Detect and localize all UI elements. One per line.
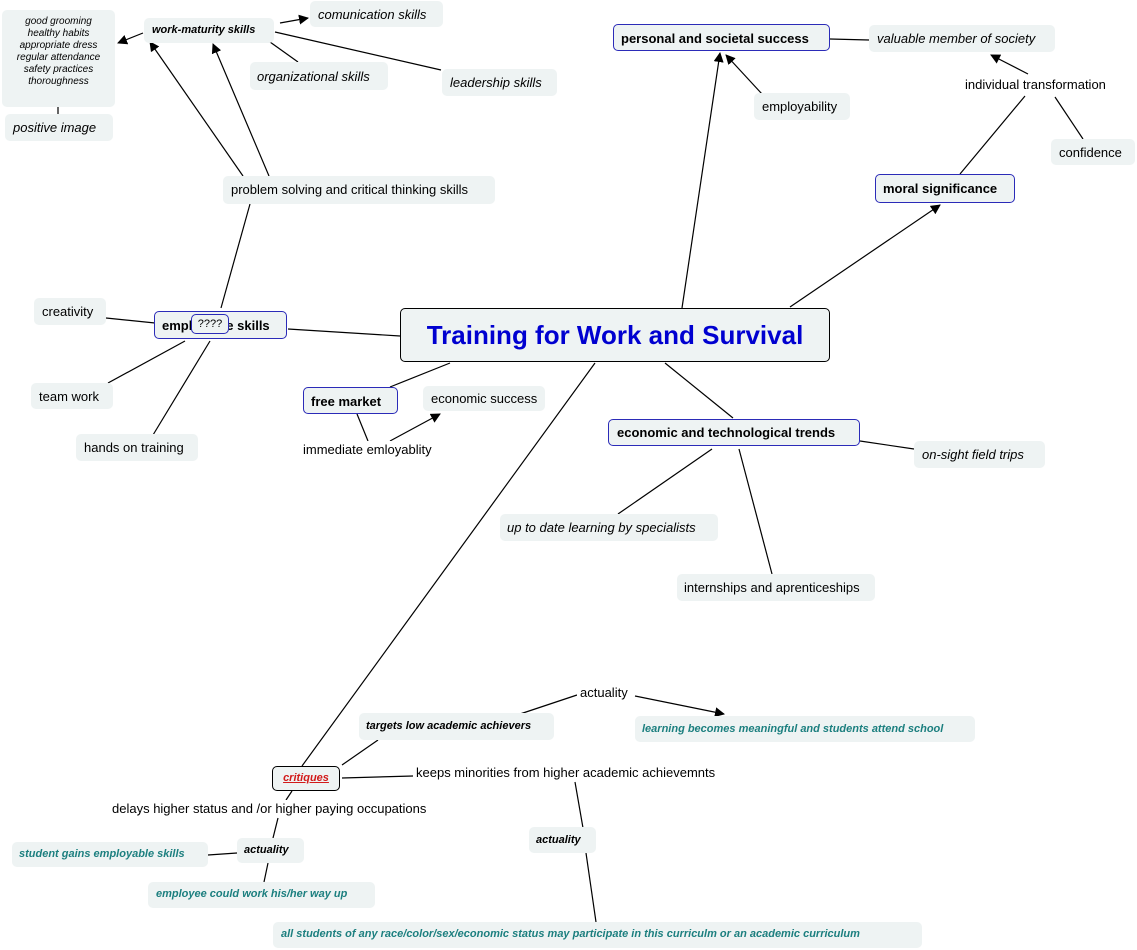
individual-transformation-node[interactable]: individual transformation (962, 76, 1109, 93)
link-root-trends (664, 362, 734, 419)
immediate-employability-node[interactable]: immediate emloyablity (300, 441, 435, 458)
link-workmaturity-grooming (117, 32, 144, 45)
grooming-item: regular attendance (16, 52, 101, 63)
link-actuality-workup (263, 862, 269, 883)
personal-societal-success-node[interactable]: personal and societal success (613, 24, 830, 51)
link-root-personalsuccess (681, 52, 724, 309)
link-employable-teamwork (107, 340, 186, 384)
work-way-up-node[interactable]: employee could work his/her way up (148, 882, 375, 908)
link-workmaturity-leadership (274, 31, 442, 71)
link-workmaturity-communication (279, 14, 309, 25)
keeps-minorities-node[interactable]: keeps minorities from higher academic ac… (413, 764, 719, 781)
link-moral-transformation (959, 95, 1026, 175)
targets-low-achievers-node[interactable]: targets low academic achievers (359, 713, 554, 740)
link-employable-handson (152, 340, 211, 436)
link-root-freemarket (389, 362, 451, 388)
link-root-employable (287, 328, 401, 337)
link-actuality-allstudents (585, 852, 597, 923)
positive-image-node[interactable]: positive image (5, 114, 113, 141)
link-trends-fieldtrips (859, 440, 915, 450)
link-trends-uptodate (617, 448, 713, 515)
moral-significance-node[interactable]: moral significance (875, 174, 1015, 203)
link-workmaturity-organizational (269, 41, 299, 63)
up-to-date-learning-node[interactable]: up to date learning by specialists (500, 514, 718, 541)
economic-technological-trends-node[interactable]: economic and technological trends (608, 419, 860, 446)
all-students-node[interactable]: all students of any race/color/sex/econo… (273, 922, 922, 948)
link-problemsolving-workmaturity-a (149, 41, 244, 177)
link-confidence-transformation (1054, 96, 1084, 140)
leadership-node[interactable]: leadership skills (442, 69, 557, 96)
link-root-moral (789, 204, 941, 308)
link-employable-creativity (105, 317, 156, 324)
link-root-critiques (301, 362, 596, 767)
grooming-item: healthy habits (27, 28, 90, 39)
grooming-item: appropriate dress (19, 40, 98, 51)
link-trends-internships (738, 448, 773, 575)
link-transformation-valuable (990, 54, 1029, 75)
problem-solving-node[interactable]: problem solving and critical thinking sk… (223, 176, 495, 204)
link-immediate-economicsuccess (389, 413, 441, 442)
creativity-node[interactable]: creativity (34, 298, 106, 325)
economic-success-node[interactable]: economic success (423, 386, 545, 411)
grooming-item: good grooming (25, 16, 92, 27)
link-delays-actuality (272, 817, 279, 839)
employability-node[interactable]: employability (754, 93, 850, 120)
free-market-node[interactable]: free market (303, 387, 398, 414)
link-actuality-gains (207, 852, 238, 856)
actuality-top-node[interactable]: actuality (577, 684, 631, 701)
link-targets-actuality (519, 694, 578, 715)
link-problemsolving-workmaturity-b (211, 43, 270, 177)
link-keeps-actuality (574, 781, 584, 829)
grooming-item: thoroughness (28, 76, 89, 87)
actuality-right-node[interactable]: actuality (529, 827, 596, 853)
link-employable-problemsolving (220, 203, 251, 309)
critiques-node[interactable]: critiques (272, 766, 340, 791)
link-actuality-meaningful (634, 695, 725, 718)
hands-on-training-node[interactable]: hands on training (76, 434, 198, 461)
valuable-member-node[interactable]: valuable member of society (869, 25, 1055, 52)
field-trips-node[interactable]: on-sight field trips (914, 441, 1045, 468)
internships-node[interactable]: internships and aprenticeships (677, 574, 875, 601)
delays-status-node[interactable]: delays higher status and /or higher payi… (109, 800, 430, 817)
link-critiques-targets (341, 739, 379, 766)
confidence-node[interactable]: confidence (1051, 139, 1135, 165)
link-freemarket-immediate (356, 413, 369, 442)
link-employability-personalsuccess (725, 54, 763, 95)
grooming-list-node[interactable]: good grooming healthy habits appropriate… (2, 10, 115, 107)
grooming-item: safety practices (23, 64, 94, 75)
link-critiques-keeps (341, 775, 414, 779)
team-work-node[interactable]: team work (31, 383, 113, 409)
root-title-node[interactable]: Training for Work and Survival (400, 308, 830, 362)
question-marks-node[interactable]: ???? (191, 314, 229, 334)
link-critiques-delays (285, 790, 293, 801)
link-personalsuccess-valuable (829, 38, 870, 41)
organizational-node[interactable]: organizational skills (250, 62, 388, 90)
work-maturity-node[interactable]: work-maturity skills (144, 18, 274, 43)
communication-node[interactable]: comunication skills (310, 1, 443, 27)
learning-meaningful-node[interactable]: learning becomes meaningful and students… (635, 716, 975, 742)
actuality-left-node[interactable]: actuality (237, 838, 304, 863)
gains-employable-skills-node[interactable]: student gains employable skills (12, 842, 208, 867)
